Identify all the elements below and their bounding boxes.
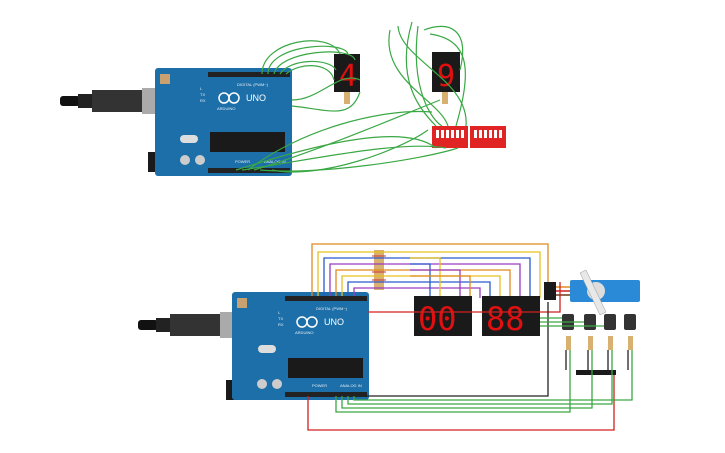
power-label: POWER (312, 383, 327, 388)
wires-bottom-data (311, 243, 549, 298)
bottom-circuit: UNO ARDUINO DIGITAL (PWM~) POWER ANALOG … (138, 243, 640, 431)
wires-bottom-control (300, 282, 633, 431)
l-label: L (200, 86, 203, 91)
dip-switch-1[interactable] (432, 126, 468, 148)
power-label: POWER (235, 159, 250, 164)
usb-cable-icon (60, 88, 156, 114)
arduino-board-bottom[interactable]: UNO ARDUINO DIGITAL (PWM~) POWER ANALOG … (232, 292, 369, 400)
ground-rail (576, 370, 616, 375)
board-model: UNO (324, 317, 344, 327)
board-brand: ARDUINO (295, 330, 313, 335)
rx-label: RX (200, 98, 206, 103)
analog-label: ANALOG IN (340, 383, 362, 388)
display-1-digit: 4 (339, 59, 357, 94)
seven-segment-display-1[interactable]: 4 (334, 54, 360, 104)
analog-label: ANALOG IN (264, 159, 286, 164)
dip-switch-2[interactable] (470, 126, 506, 148)
arduino-logo-icon (218, 92, 240, 104)
digital-label: DIGITAL (PWM~) (316, 306, 348, 311)
button-resistors (566, 336, 633, 350)
display-3-digits: 00 (418, 300, 457, 338)
board-model: UNO (246, 93, 266, 103)
top-circuit: UNO ARDUINO DIGITAL (PWM~) POWER ANALOG … (60, 21, 506, 176)
display-2-digit: 9 (437, 59, 455, 94)
rx-label: RX (278, 322, 284, 327)
display-4-digits: 88 (486, 300, 525, 338)
l-label: L (278, 310, 281, 315)
board-brand: ARDUINO (217, 106, 235, 111)
tx-label: TX (278, 316, 283, 321)
seven-segment-display-2[interactable]: 9 (432, 52, 460, 104)
arduino-logo-icon (296, 316, 318, 328)
arduino-board-top[interactable]: UNO ARDUINO DIGITAL (PWM~) POWER ANALOG … (155, 68, 292, 176)
servo-motor[interactable] (544, 269, 640, 316)
tx-label: TX (200, 92, 205, 97)
usb-cable-icon (138, 312, 234, 338)
seven-segment-display-4[interactable]: 88 (482, 296, 540, 338)
seven-segment-display-3[interactable]: 00 (414, 296, 472, 338)
wires-top (235, 21, 467, 173)
digital-label: DIGITAL (PWM~) (237, 82, 269, 87)
